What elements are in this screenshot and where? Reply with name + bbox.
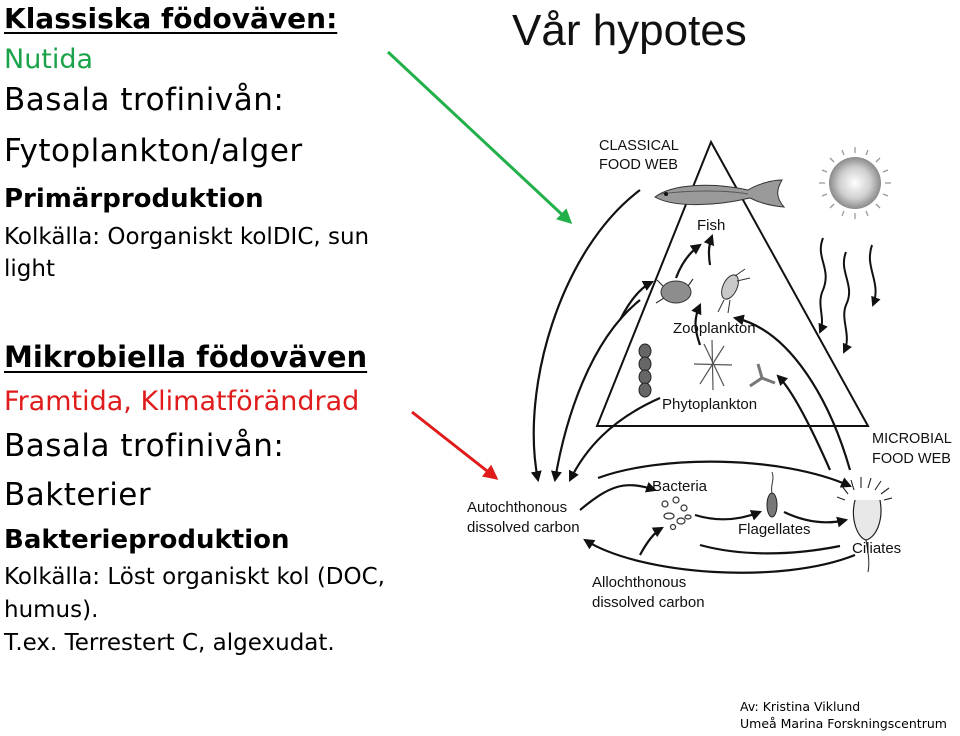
autochthonous-label-2: dissolved carbon bbox=[467, 519, 580, 536]
ciliates-label: Ciliates bbox=[852, 540, 901, 557]
phytoplankton-label: Phytoplankton bbox=[662, 396, 757, 413]
allochthonous-label-2: dissolved carbon bbox=[592, 594, 705, 611]
flow-arrows bbox=[534, 190, 855, 573]
microbial-food-web-label-2: FOOD WEB bbox=[872, 450, 951, 468]
bacteria-label: Bacteria bbox=[652, 478, 707, 495]
credit-author: Av: Kristina Viklund bbox=[740, 699, 860, 714]
flagellates-label: Flagellates bbox=[738, 521, 811, 538]
allochthonous-label-1: Allochthonous bbox=[592, 574, 686, 591]
bacteria-icon bbox=[662, 497, 691, 530]
credit-institution: Umeå Marina Forskningscentrum bbox=[740, 716, 947, 731]
red-arrow bbox=[412, 412, 496, 478]
phytoplankton-icon bbox=[639, 340, 775, 397]
sunlight-arrows bbox=[820, 238, 876, 352]
autochthonous-label-1: Autochthonous bbox=[467, 499, 567, 516]
classical-food-web-label-2: FOOD WEB bbox=[599, 156, 678, 174]
zooplankton-label: Zooplankton bbox=[673, 320, 756, 337]
fish-icon bbox=[655, 180, 784, 207]
zooplankton-icon bbox=[656, 269, 750, 313]
sun-icon bbox=[819, 147, 891, 219]
green-arrow bbox=[388, 52, 570, 222]
flagellate-icon bbox=[767, 472, 777, 517]
fish-label: Fish bbox=[697, 217, 725, 234]
microbial-food-web-label-1: MICROBIAL bbox=[872, 430, 952, 448]
classical-food-web-label-1: CLASSICAL bbox=[599, 137, 679, 155]
